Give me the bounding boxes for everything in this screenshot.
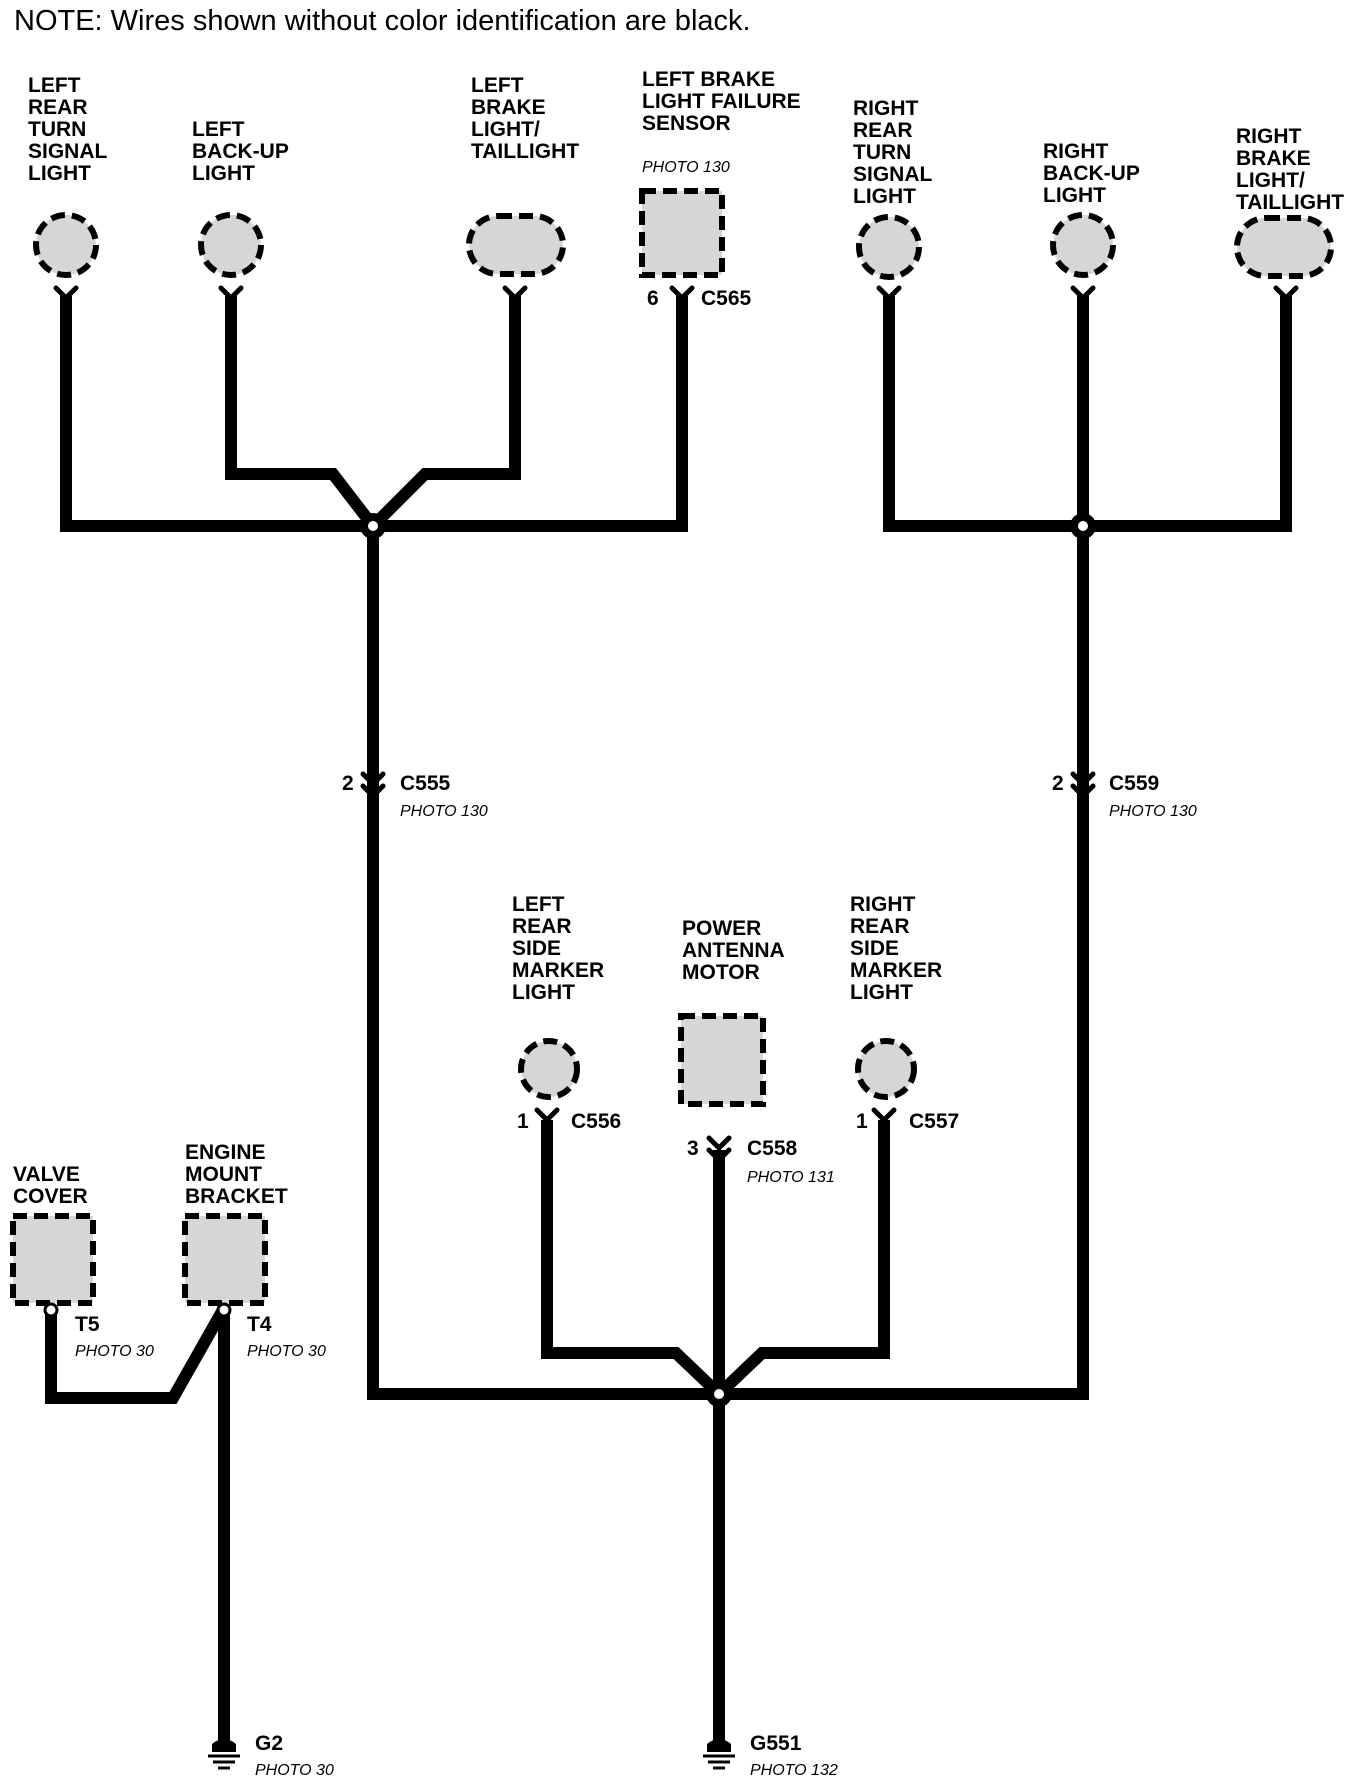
right-rear-side-marker-light: RIGHT REAR SIDE MARKER LIGHT 1 C557 (850, 893, 959, 1133)
ground-point-icon (10, 1213, 96, 1306)
connector-chevron-icon (871, 1107, 897, 1123)
terminal-id: T4 (247, 1313, 272, 1336)
ground-id: G551 (750, 1732, 802, 1755)
splices (360, 513, 1096, 1407)
lamp-icon (518, 1038, 580, 1100)
connector-chevron-icon (53, 285, 79, 301)
component-label: LEFT BRAKE LIGHT/ TAILLIGHT (471, 74, 579, 163)
connector-c559: 2 C559 PHOTO 130 (1052, 771, 1197, 820)
component-label: LEFT BACK-UP LIGHT (192, 118, 294, 185)
wires (45, 296, 1292, 1752)
lamp-icon (1234, 215, 1334, 279)
terminal-eyelet-icon (43, 1302, 59, 1318)
left-brake-light-failure-sensor: LEFT BRAKE LIGHT FAILURE SENSOR PHOTO 13… (639, 68, 807, 310)
connector-chevron-icon (876, 285, 902, 301)
connector-pin: 1 (856, 1110, 868, 1133)
wire-right-side-marker (714, 1120, 890, 1399)
engine-mount-bracket: ENGINE MOUNT BRACKET T4 PHOTO 30 (182, 1141, 326, 1360)
wire-right-trunk (719, 526, 1089, 1400)
connector-id: C555 (400, 772, 451, 795)
wire-left-trunk (367, 526, 719, 1400)
photo-ref: PHOTO 30 (255, 1762, 334, 1776)
connector-c555: 2 C555 PHOTO 130 (342, 771, 488, 820)
lamp-icon (855, 1038, 917, 1100)
component-label: ENGINE MOUNT BRACKET (185, 1141, 288, 1208)
left-backup-light: LEFT BACK-UP LIGHT (192, 118, 294, 301)
lamp-icon (1050, 212, 1116, 278)
photo-ref: PHOTO 130 (642, 159, 730, 176)
terminal-eyelet-icon (216, 1302, 232, 1318)
connector-pin: 6 (647, 287, 659, 310)
lamp-icon (198, 212, 264, 278)
sensor-icon (639, 188, 725, 278)
photo-ref: PHOTO 30 (75, 1343, 154, 1360)
left-rear-side-marker-light: LEFT REAR SIDE MARKER LIGHT 1 C556 (512, 893, 621, 1133)
ground-icon (212, 1739, 236, 1752)
component-label: POWER ANTENNA MOTOR (682, 917, 790, 984)
lamp-icon (33, 212, 99, 278)
left-brake-light-taillight: LEFT BRAKE LIGHT/ TAILLIGHT (466, 74, 579, 301)
component-label: RIGHT REAR TURN SIGNAL LIGHT (853, 97, 938, 208)
component-label: VALVE COVER (13, 1163, 88, 1208)
photo-ref: PHOTO 130 (400, 803, 488, 820)
lamp-icon (856, 214, 922, 280)
connector-id: C558 (747, 1137, 798, 1160)
ground-point-icon (182, 1213, 268, 1306)
lamp-icon (466, 213, 566, 277)
connector-chevron-icon (1070, 285, 1096, 301)
connector-pin: 1 (517, 1110, 529, 1133)
power-antenna-motor: POWER ANTENNA MOTOR 3 C558 PHOTO 131 (678, 917, 835, 1186)
connector-chevron-icon (534, 1107, 560, 1123)
photo-ref: PHOTO 130 (1109, 803, 1197, 820)
ground-icon (707, 1739, 731, 1752)
wire-failure-sensor (373, 296, 688, 532)
connector-chevron-icon (669, 285, 695, 301)
note-text: NOTE: Wires shown without color identifi… (14, 5, 751, 37)
terminal-id: T5 (75, 1313, 100, 1336)
wire-valve-cover (45, 1305, 230, 1404)
connector-chevron-icon (218, 285, 244, 301)
wire-left-backup (225, 296, 378, 530)
component-label: RIGHT BRAKE LIGHT/ TAILLIGHT (1236, 125, 1344, 214)
photo-ref: PHOTO 132 (750, 1762, 838, 1776)
right-rear-turn-signal-light: RIGHT REAR TURN SIGNAL LIGHT (853, 97, 938, 301)
wire-left-turn (60, 296, 373, 532)
wire-left-brake (368, 296, 521, 531)
wire-right-turn (883, 296, 1083, 532)
connector-chevron-icon (1273, 285, 1299, 301)
right-backup-light: RIGHT BACK-UP LIGHT (1043, 140, 1145, 301)
motor-icon (678, 1013, 766, 1107)
left-rear-turn-signal-light: LEFT REAR TURN SIGNAL LIGHT (28, 74, 113, 301)
component-label: LEFT BRAKE LIGHT FAILURE SENSOR (642, 68, 807, 135)
photo-ref: PHOTO 30 (247, 1343, 326, 1360)
connector-pin: 2 (1052, 772, 1064, 795)
ground-id: G2 (255, 1732, 283, 1755)
connector-chevron-icon (706, 1135, 732, 1163)
component-label: RIGHT BACK-UP LIGHT (1043, 140, 1145, 207)
connector-chevron-icon (502, 285, 528, 301)
connector-id: C557 (909, 1110, 959, 1133)
ground-g551: G551 PHOTO 132 (703, 1732, 838, 1776)
component-label: LEFT REAR SIDE MARKER LIGHT (512, 893, 610, 1004)
connector-chevron-icon (1070, 771, 1096, 799)
component-label: RIGHT REAR SIDE MARKER LIGHT (850, 893, 948, 1004)
ground-g2: G2 PHOTO 30 (208, 1732, 334, 1776)
connector-id: C559 (1109, 772, 1159, 795)
connector-pin: 2 (342, 772, 354, 795)
connector-id: C565 (701, 287, 752, 310)
right-brake-light-taillight: RIGHT BRAKE LIGHT/ TAILLIGHT (1234, 125, 1344, 301)
connector-pin: 3 (687, 1137, 699, 1160)
valve-cover: VALVE COVER T5 PHOTO 30 (10, 1163, 154, 1360)
wire-left-side-marker (541, 1120, 724, 1399)
wire-right-brake (1083, 296, 1292, 532)
connector-id: C556 (571, 1110, 621, 1133)
component-label: LEFT REAR TURN SIGNAL LIGHT (28, 74, 113, 185)
photo-ref: PHOTO 131 (747, 1169, 835, 1186)
connector-chevron-icon (360, 771, 386, 799)
